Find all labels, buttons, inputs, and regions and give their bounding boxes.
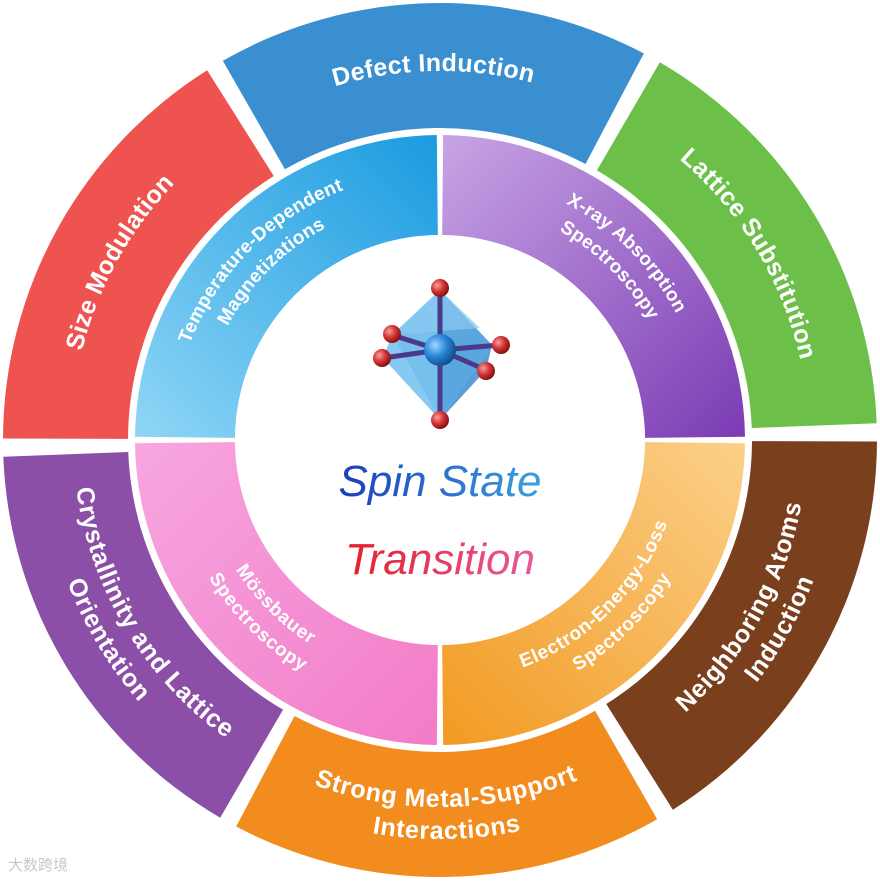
inner-segment-2: [442, 135, 745, 438]
inner-segment-3: [442, 442, 745, 745]
outer-segment-3: [606, 441, 877, 810]
center-disc: [235, 235, 645, 645]
inner-segment-4: [135, 442, 438, 745]
outer-segment-6: [3, 70, 274, 439]
octahedron-molecule-icon: [373, 279, 510, 429]
outer-segment-2: [596, 62, 877, 429]
center-title-line2: Transition: [345, 535, 535, 584]
watermark-logo: 大数跨境: [8, 856, 69, 874]
outer-segment-1: [222, 3, 644, 170]
outer-segment-4: [236, 710, 658, 877]
outer-segment-5: [3, 451, 284, 818]
center-title-line1: Spin State: [338, 457, 541, 506]
inner-segment-1: [135, 135, 438, 438]
